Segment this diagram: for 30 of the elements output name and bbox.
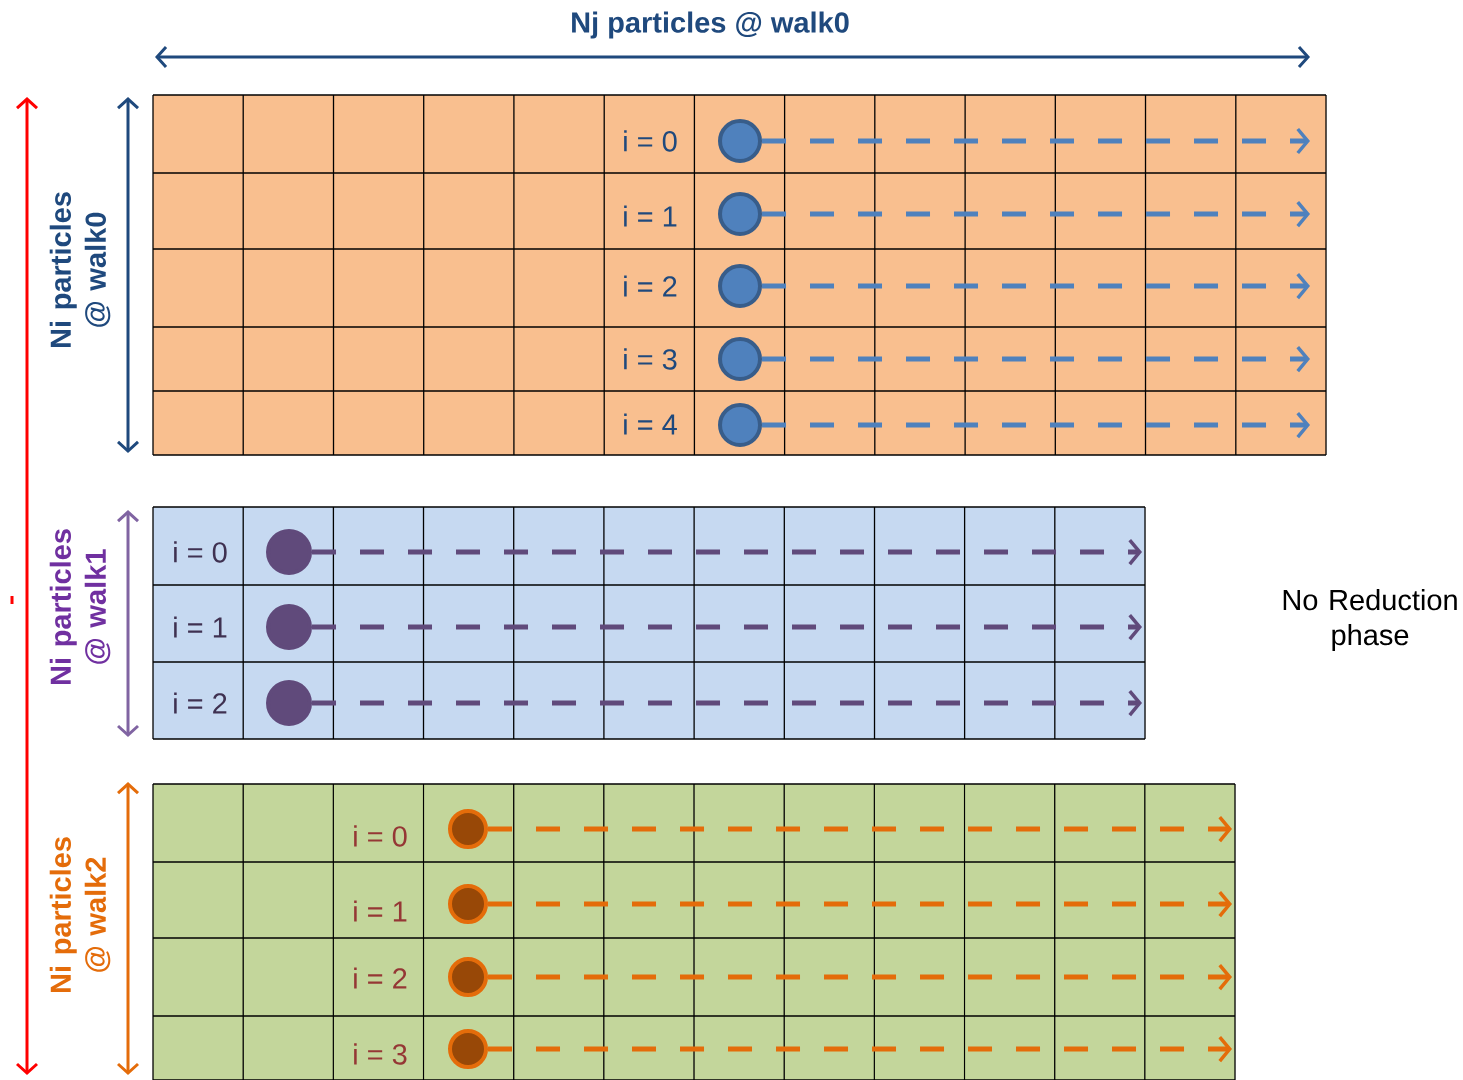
axis-label: Ni particles @ walk2: [49, 837, 111, 993]
dashed-arrow: [488, 890, 1232, 918]
dashed-arrow: [488, 1035, 1232, 1063]
row-label: i = 4: [624, 413, 677, 435]
dashed-arrow: [312, 538, 1142, 566]
row-label: i = 1: [354, 900, 407, 922]
dashed-arrow: [762, 345, 1310, 373]
row-label: i = 0: [354, 825, 407, 847]
dashed-arrow: [762, 272, 1310, 300]
row-label: i = 2: [624, 275, 677, 297]
dashed-arrow: [762, 127, 1310, 155]
row-label: i = 1: [624, 205, 677, 227]
row-label: i = 2: [174, 692, 227, 714]
particle-dot: [448, 1029, 488, 1069]
dashed-arrow: [312, 613, 1142, 641]
row-label: i = 0: [624, 130, 677, 152]
side-note: No Reduction phase: [1283, 589, 1457, 652]
axis-label: Ni particles @ walk0: [49, 192, 111, 348]
dashed-arrow: [488, 963, 1232, 991]
dashed-arrow: [488, 815, 1232, 843]
dashed-arrow: [312, 689, 1142, 717]
row-label: i = 3: [624, 348, 677, 370]
axis-label: Ni particles @ walk1: [49, 529, 111, 685]
row-label: i = 1: [174, 616, 227, 638]
row-label: i = 0: [174, 541, 227, 563]
dashed-arrow: [762, 200, 1310, 228]
row-label: i = 2: [354, 967, 407, 989]
row-label: i = 3: [354, 1043, 407, 1065]
dashed-arrow: [762, 411, 1310, 439]
axis-label: Nj particles @ walk0: [572, 11, 849, 39]
